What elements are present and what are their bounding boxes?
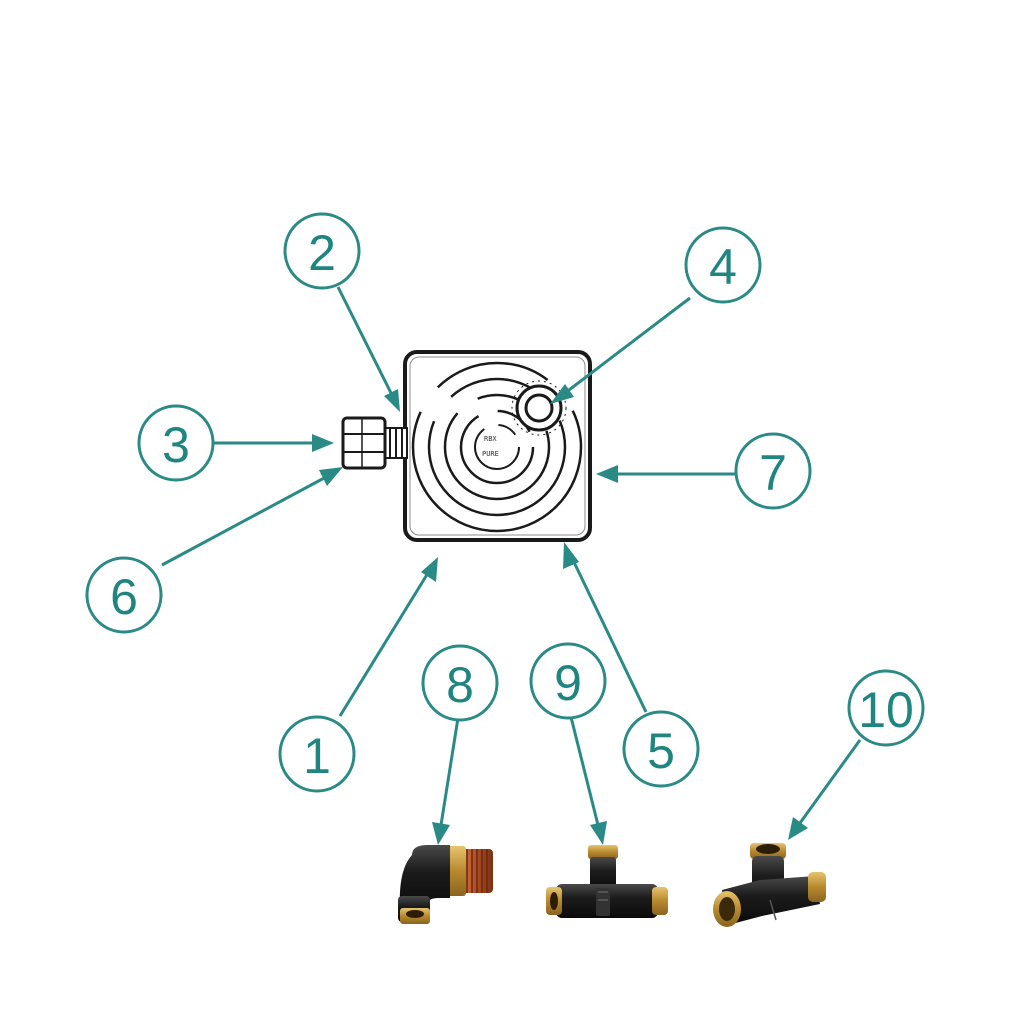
device-spiral-face <box>411 361 583 533</box>
elbow-fitting-icon <box>398 845 493 924</box>
callout-10: 10 <box>847 669 925 747</box>
leader-lines <box>161 286 862 845</box>
inlet-fitting <box>341 416 408 470</box>
branch-tee-fitting-icon <box>713 843 826 927</box>
callout-4-label: 4 <box>709 239 737 295</box>
callout-6: 6 <box>85 556 163 634</box>
device-panel-text-1: RBX <box>484 435 497 443</box>
callout-9-label: 9 <box>554 655 582 711</box>
callout-8: 8 <box>421 644 499 722</box>
device-unit: RBX PURE <box>341 350 592 542</box>
callout-4: 4 <box>684 226 762 304</box>
callout-5: 5 <box>622 710 700 788</box>
callout-3: 3 <box>137 404 215 482</box>
callout-10-label: 10 <box>858 682 914 738</box>
callout-5-label: 5 <box>647 723 675 779</box>
callout-1-label: 1 <box>303 728 331 784</box>
callout-2: 2 <box>283 212 361 290</box>
callout-1: 1 <box>278 715 356 793</box>
device-panel-text-2: PURE <box>482 450 499 458</box>
callout-8-label: 8 <box>446 657 474 713</box>
gauge-knob <box>511 380 567 436</box>
callout-7-label: 7 <box>759 445 787 501</box>
union-tee-fitting-icon <box>546 845 668 918</box>
callout-6-label: 6 <box>110 569 138 625</box>
callout-9: 9 <box>529 642 607 720</box>
callout-7: 7 <box>734 432 812 510</box>
callout-3-label: 3 <box>162 417 190 473</box>
callout-2-label: 2 <box>308 225 336 281</box>
